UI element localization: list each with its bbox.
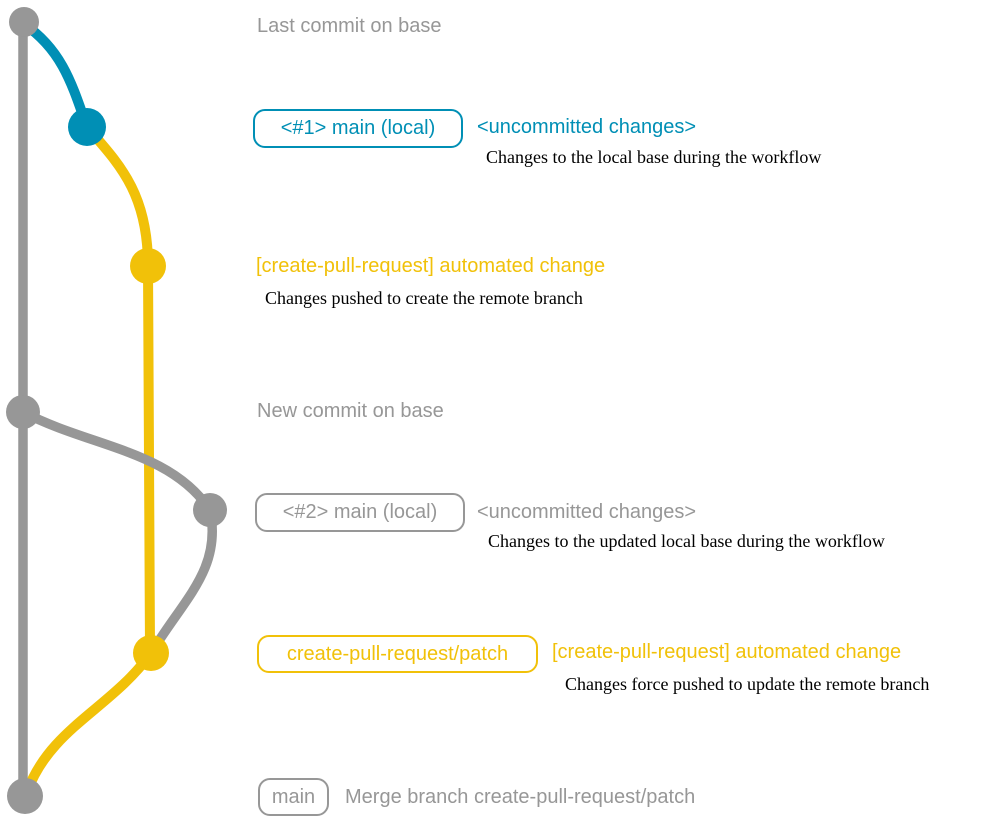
- last-commit-label: Last commit on base: [257, 15, 442, 37]
- commit-dot-patch-2: [133, 635, 169, 671]
- patch-branch-out-curve: [82, 122, 153, 271]
- commit-description-3: Changes to the updated local base during…: [488, 531, 885, 551]
- commit-dot-local-main-2: [193, 493, 227, 527]
- commit-dot-merge: [7, 778, 43, 814]
- commit-dot-patch-1: [130, 248, 166, 284]
- patch-merge-curve: [22, 648, 156, 797]
- branch-badge-patch: create-pull-request/patch: [257, 635, 538, 673]
- commit-description-1: Changes to the local base during the wor…: [486, 147, 822, 167]
- commit-dot-last-base: [9, 7, 39, 37]
- commit-message-uncommitted-2: <uncommitted changes>: [477, 501, 697, 523]
- branch-badge-label: main: [271, 785, 316, 808]
- new-commit-label: New commit on base: [257, 400, 444, 422]
- commit-description-4: Changes force pushed to update the remot…: [565, 674, 930, 694]
- base-update-curve: [18, 407, 215, 515]
- branch-badge-local-main-1: <#1> main (local): [253, 109, 463, 148]
- branch-badge-label: <#1> main (local): [280, 117, 436, 139]
- branch-badge-local-main-2: <#2> main (local): [255, 493, 465, 532]
- branch-badge-label: create-pull-request/patch: [286, 642, 509, 665]
- branch-badge-label: <#2> main (local): [282, 501, 438, 523]
- commit-dot-new-base: [6, 395, 40, 429]
- commit-dot-local-main-1: [68, 108, 106, 146]
- commit-description-2: Changes pushed to create the remote bran…: [265, 288, 583, 308]
- commit-message-merge: Merge branch create-pull-request/patch: [345, 786, 696, 808]
- local-main-to-patch-curve: [148, 505, 218, 655]
- commit-message-uncommitted-1: <uncommitted changes>: [477, 116, 697, 138]
- commit-message-automated-1: [create-pull-request] automated change: [256, 255, 606, 277]
- branch-badge-main: main: [258, 778, 329, 816]
- commit-message-automated-2: [create-pull-request] automated change: [552, 641, 902, 663]
